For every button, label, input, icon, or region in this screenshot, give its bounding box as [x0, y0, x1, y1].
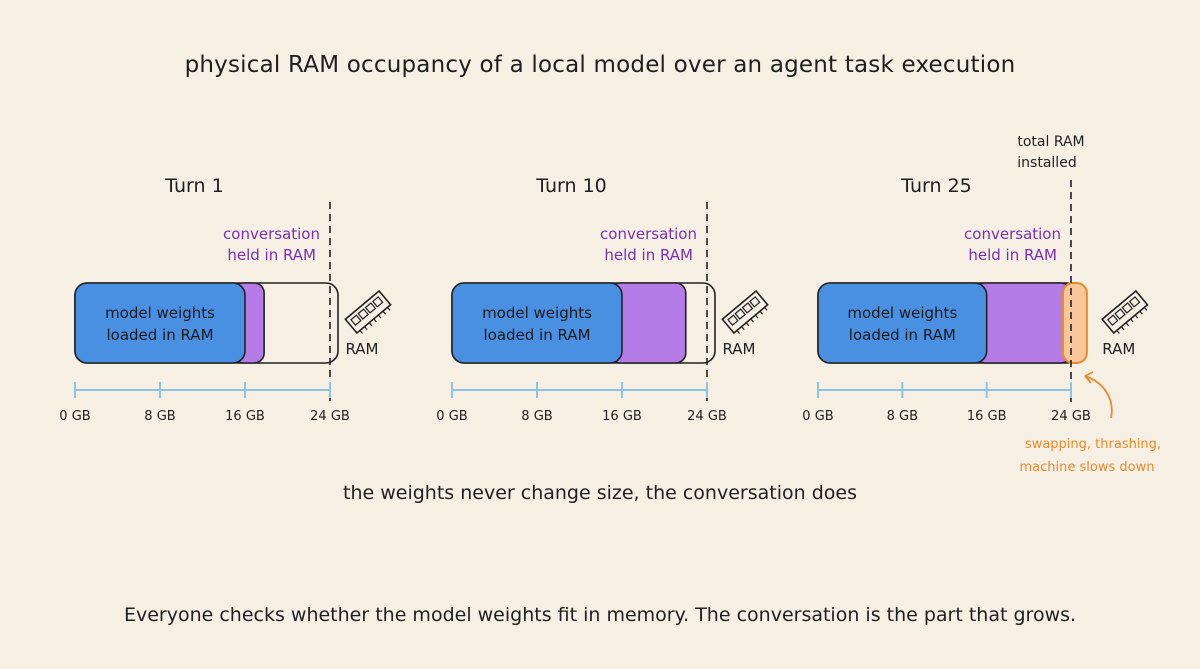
weights-segment: [74, 282, 246, 364]
tick-label: 16 GB: [225, 409, 265, 424]
tick-label: 0 GB: [59, 409, 90, 424]
ram-label: RAM: [345, 340, 378, 358]
swap-arrowhead: [1084, 371, 1094, 384]
conversation-label: held in RAM: [968, 246, 1057, 264]
tick-label: 0 GB: [436, 409, 467, 424]
page-title: physical RAM occupancy of a local model …: [184, 52, 1016, 78]
footer-text: Everyone checks whether the model weight…: [123, 604, 1077, 626]
panel-title: Turn 10: [535, 175, 607, 197]
weights-label: loaded in RAM: [106, 326, 213, 344]
ram-label: RAM: [1102, 340, 1135, 358]
swap-label: machine slows down: [1020, 460, 1155, 475]
conversation-label: held in RAM: [604, 246, 693, 264]
conversation-segment: [973, 282, 1072, 364]
conversation-label: conversation: [964, 225, 1061, 243]
tick-label: 8 GB: [144, 409, 175, 424]
swap-label: swapping, thrashing,: [1025, 437, 1161, 452]
weights-label: loaded in RAM: [849, 326, 956, 344]
ram-label: RAM: [722, 340, 755, 358]
tick-label: 8 GB: [521, 409, 552, 424]
ram-chip-icon: [1101, 289, 1149, 335]
conversation-label: conversation: [223, 225, 320, 243]
weights-label: model weights: [105, 304, 215, 322]
tick-label: 24 GB: [687, 409, 727, 424]
weights-segment: [451, 282, 623, 364]
panel-title: Turn 1: [164, 175, 223, 197]
tick-label: 24 GB: [310, 409, 350, 424]
weights-segment: [817, 282, 988, 364]
tick-label: 0 GB: [802, 409, 833, 424]
tick-label: 16 GB: [967, 409, 1007, 424]
weights-label: model weights: [847, 304, 957, 322]
tick-label: 16 GB: [602, 409, 642, 424]
panel-title: Turn 25: [900, 175, 972, 197]
weights-label: model weights: [482, 304, 592, 322]
tick-label: 8 GB: [887, 409, 918, 424]
ram-chip-icon: [721, 289, 769, 335]
diagram-caption: the weights never change size, the conve…: [343, 482, 857, 504]
conversation-label: conversation: [600, 225, 697, 243]
ram-chip-icon: [344, 289, 392, 335]
swap-arrow: [1084, 375, 1113, 419]
weights-label: loaded in RAM: [483, 326, 590, 344]
total-ram-label: installed: [1017, 155, 1076, 171]
conversation-label: held in RAM: [227, 246, 316, 264]
total-ram-label: total RAM: [1017, 134, 1084, 150]
overflow-segment: [1062, 282, 1088, 364]
tick-label: 24 GB: [1051, 409, 1091, 424]
